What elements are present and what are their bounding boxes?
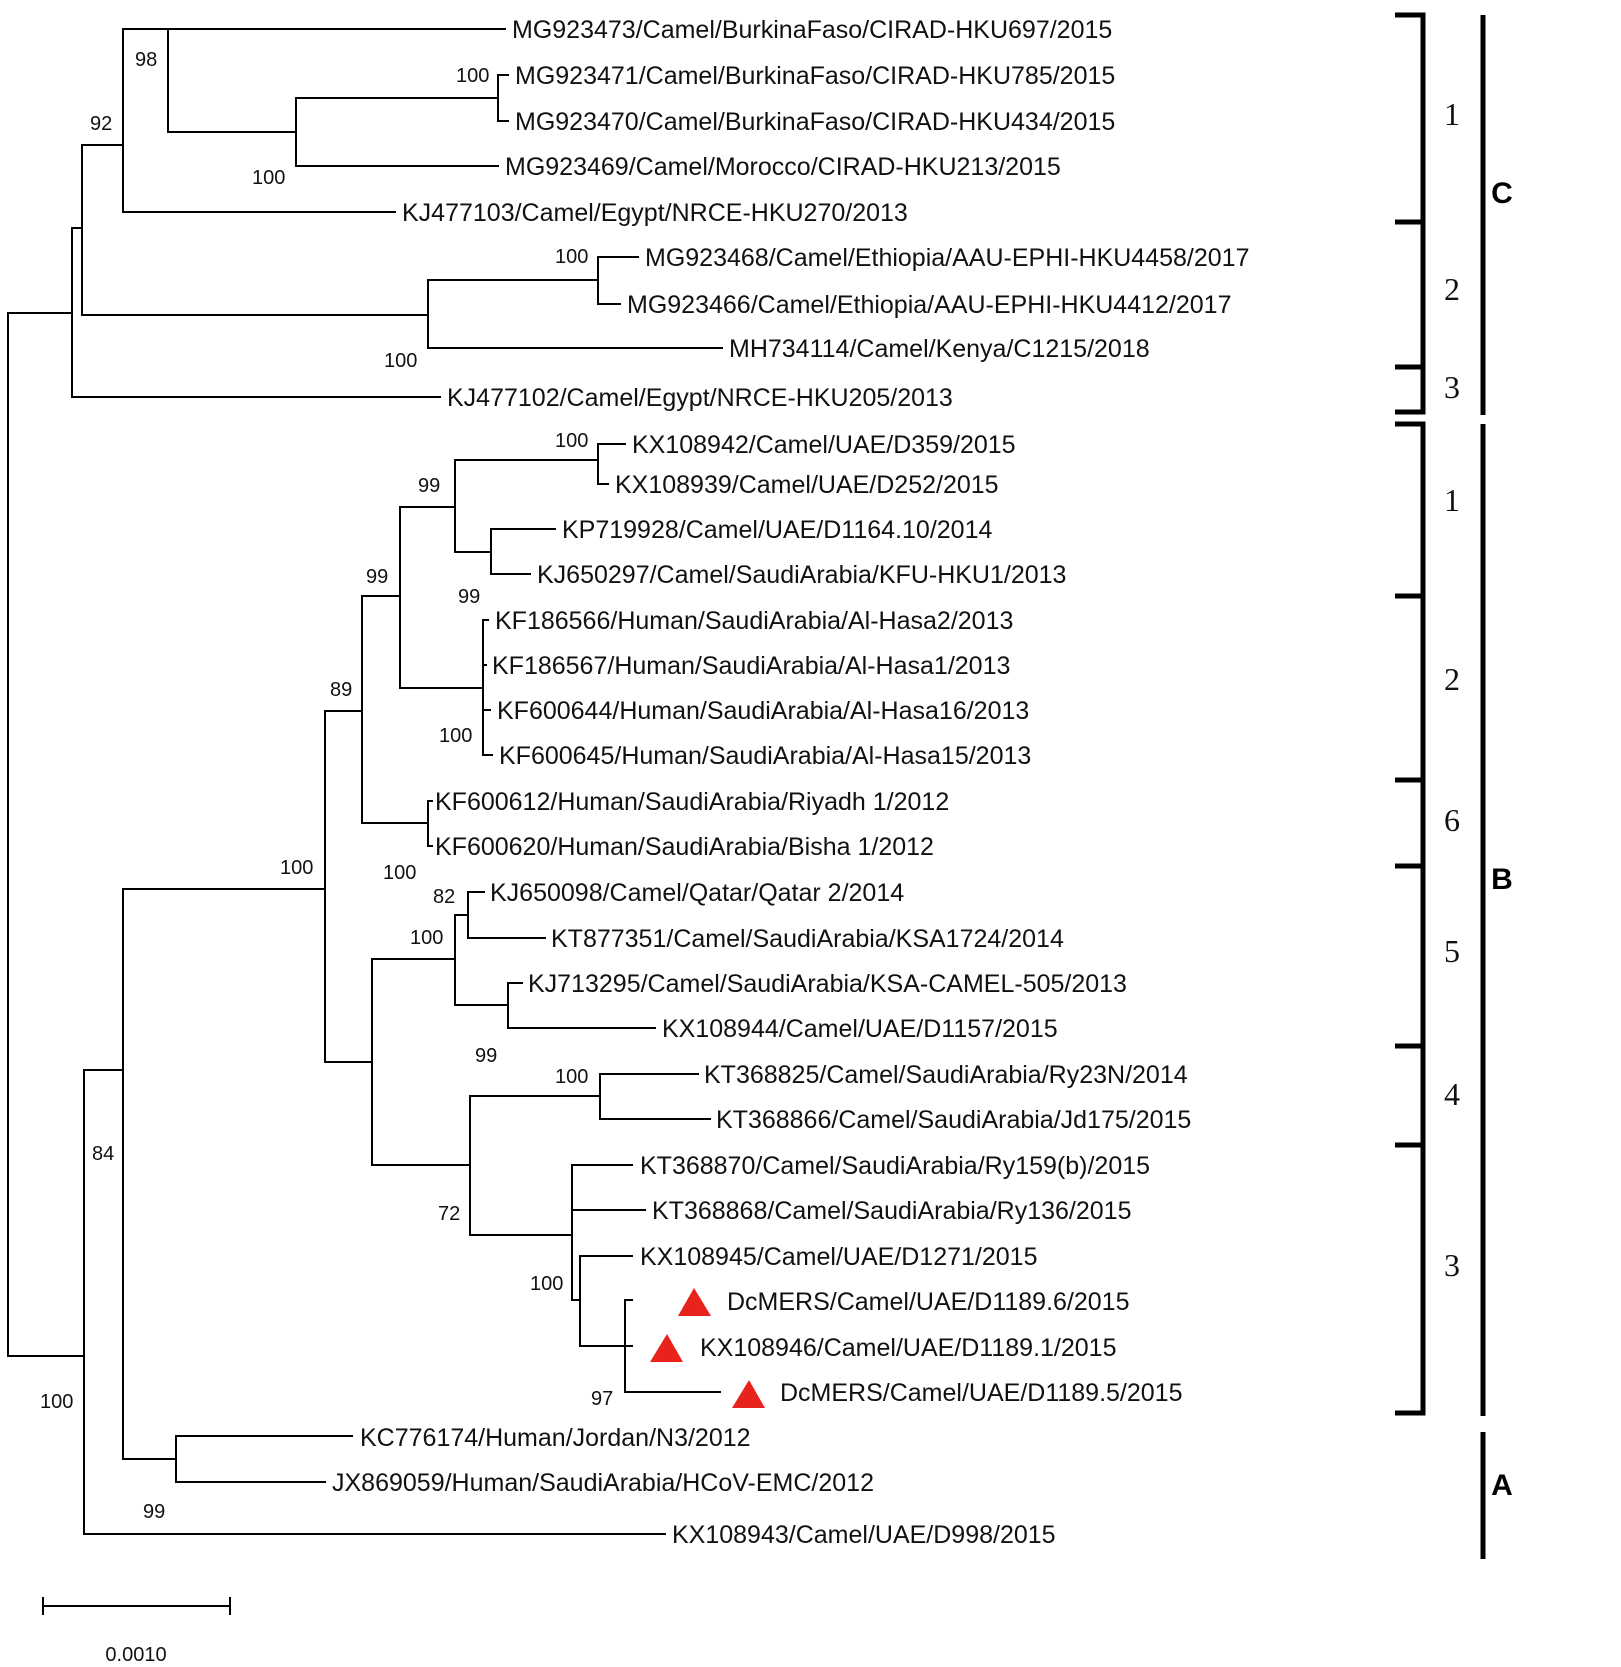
tree-branches bbox=[7, 28, 723, 1535]
taxon-label: KT368870/Camel/SaudiArabia/Ry159(b)/2015 bbox=[640, 1152, 1150, 1180]
group-labels: C B A bbox=[1491, 177, 1513, 1502]
taxon-label: JX869059/Human/SaudiArabia/HCoV-EMC/2012 bbox=[332, 1469, 874, 1497]
scale-bar: 0.0010 bbox=[42, 1597, 231, 1666]
taxon-label: KF186567/Human/SaudiArabia/Al-Hasa1/2013 bbox=[492, 652, 1010, 680]
taxon-label: DcMERS/Camel/UAE/D1189.6/2015 bbox=[727, 1288, 1130, 1316]
subclade-label: 4 bbox=[1444, 1076, 1460, 1112]
bootstrap-value: 72 bbox=[438, 1203, 460, 1225]
bootstrap-value: 99 bbox=[475, 1045, 497, 1067]
taxon-label: MG923468/Camel/Ethiopia/AAU-EPHI-HKU4458… bbox=[645, 244, 1249, 272]
bootstrap-value: 100 bbox=[40, 1391, 73, 1413]
taxon-label: MG923469/Camel/Morocco/CIRAD-HKU213/2015 bbox=[505, 153, 1061, 181]
bootstrap-value: 100 bbox=[280, 857, 313, 879]
subclade-label: 3 bbox=[1444, 1247, 1460, 1283]
group-label-c: C bbox=[1491, 177, 1513, 210]
subclade-label: 3 bbox=[1444, 369, 1460, 405]
taxon-label: MG923473/Camel/BurkinaFaso/CIRAD-HKU697/… bbox=[512, 16, 1112, 44]
bootstrap-values: 98 92 100 100 100 100 100 99 99 99 100 8… bbox=[40, 49, 613, 1523]
bootstrap-value: 98 bbox=[135, 49, 157, 71]
bootstrap-value: 99 bbox=[143, 1501, 165, 1523]
group-label-a: A bbox=[1491, 1469, 1513, 1502]
taxon-label: KT368825/Camel/SaudiArabia/Ry23N/2014 bbox=[704, 1061, 1188, 1089]
taxon-label: KJ713295/Camel/SaudiArabia/KSA-CAMEL-505… bbox=[528, 970, 1127, 998]
bootstrap-value: 100 bbox=[456, 65, 489, 87]
bootstrap-value: 82 bbox=[433, 886, 455, 908]
bootstrap-value: 100 bbox=[530, 1273, 563, 1295]
taxon-label: KJ650297/Camel/SaudiArabia/KFU-HKU1/2013 bbox=[537, 561, 1066, 589]
bootstrap-value: 89 bbox=[330, 679, 352, 701]
taxon-label: MH734114/Camel/Kenya/C1215/2018 bbox=[729, 335, 1150, 363]
subclade-label: 6 bbox=[1444, 802, 1460, 838]
taxon-label: MG923471/Camel/BurkinaFaso/CIRAD-HKU785/… bbox=[515, 62, 1115, 90]
bootstrap-value: 99 bbox=[458, 586, 480, 608]
taxon-label: KF600620/Human/SaudiArabia/Bisha 1/2012 bbox=[435, 833, 934, 861]
taxon-label: KX108944/Camel/UAE/D1157/2015 bbox=[662, 1015, 1058, 1043]
red-triangle-icon bbox=[678, 1288, 711, 1316]
taxon-label: KT368868/Camel/SaudiArabia/Ry136/2015 bbox=[652, 1197, 1131, 1225]
subclade-labels: 1 2 3 1 2 6 5 4 3 bbox=[1444, 96, 1460, 1283]
taxon-label: KT368866/Camel/SaudiArabia/Jd175/2015 bbox=[716, 1106, 1191, 1134]
bootstrap-value: 97 bbox=[591, 1388, 613, 1410]
bootstrap-value: 100 bbox=[555, 246, 588, 268]
red-triangle-icon bbox=[650, 1334, 683, 1362]
bootstrap-value: 84 bbox=[92, 1143, 114, 1165]
bootstrap-value: 100 bbox=[555, 1066, 588, 1088]
taxon-label: KX108943/Camel/UAE/D998/2015 bbox=[672, 1521, 1056, 1549]
taxon-label: KX108945/Camel/UAE/D1271/2015 bbox=[640, 1243, 1038, 1271]
scale-bar-label: 0.0010 bbox=[105, 1644, 166, 1666]
taxon-label: KX108939/Camel/UAE/D252/2015 bbox=[615, 471, 999, 499]
taxon-label: KT877351/Camel/SaudiArabia/KSA1724/2014 bbox=[551, 925, 1064, 953]
taxon-label: DcMERS/Camel/UAE/D1189.5/2015 bbox=[780, 1379, 1183, 1407]
taxon-label: KX108942/Camel/UAE/D359/2015 bbox=[632, 431, 1016, 459]
bootstrap-value: 100 bbox=[384, 350, 417, 372]
taxon-label: KF600644/Human/SaudiArabia/Al-Hasa16/201… bbox=[497, 697, 1029, 725]
subclade-label: 2 bbox=[1444, 271, 1460, 307]
taxon-label: KF600645/Human/SaudiArabia/Al-Hasa15/201… bbox=[499, 742, 1031, 770]
group-label-b: B bbox=[1491, 863, 1513, 896]
subclade-label: 2 bbox=[1444, 661, 1460, 697]
taxon-label: KF600612/Human/SaudiArabia/Riyadh 1/2012 bbox=[435, 788, 949, 816]
bootstrap-value: 100 bbox=[252, 167, 285, 189]
red-triangle-icon bbox=[732, 1380, 765, 1408]
taxon-label: KJ650098/Camel/Qatar/Qatar 2/2014 bbox=[490, 879, 904, 907]
leaf-labels: MG923473/Camel/BurkinaFaso/CIRAD-HKU697/… bbox=[332, 16, 1249, 1549]
bootstrap-value: 92 bbox=[90, 113, 112, 135]
bootstrap-value: 100 bbox=[410, 927, 443, 949]
bootstrap-value: 99 bbox=[366, 566, 388, 588]
highlight-markers bbox=[650, 1288, 765, 1408]
taxon-label: KP719928/Camel/UAE/D1164.10/2014 bbox=[562, 516, 992, 544]
bootstrap-value: 100 bbox=[383, 862, 416, 884]
bootstrap-value: 100 bbox=[439, 725, 472, 747]
bootstrap-value: 99 bbox=[418, 475, 440, 497]
subclade-label: 1 bbox=[1444, 482, 1460, 518]
taxon-label: KX108946/Camel/UAE/D1189.1/2015 bbox=[700, 1334, 1116, 1362]
subclade-label: 1 bbox=[1444, 96, 1460, 132]
taxon-label: MG923466/Camel/Ethiopia/AAU-EPHI-HKU4412… bbox=[627, 291, 1231, 319]
taxon-label: MG923470/Camel/BurkinaFaso/CIRAD-HKU434/… bbox=[515, 108, 1115, 136]
subclade-label: 5 bbox=[1444, 933, 1460, 969]
taxon-label: KJ477102/Camel/Egypt/NRCE-HKU205/2013 bbox=[447, 384, 953, 412]
taxon-label: KJ477103/Camel/Egypt/NRCE-HKU270/2013 bbox=[402, 199, 908, 227]
taxon-label: KC776174/Human/Jordan/N3/2012 bbox=[360, 1424, 751, 1452]
bootstrap-value: 100 bbox=[555, 430, 588, 452]
taxon-label: KF186566/Human/SaudiArabia/Al-Hasa2/2013 bbox=[495, 607, 1013, 635]
subclade-brackets bbox=[1395, 12, 1426, 1416]
